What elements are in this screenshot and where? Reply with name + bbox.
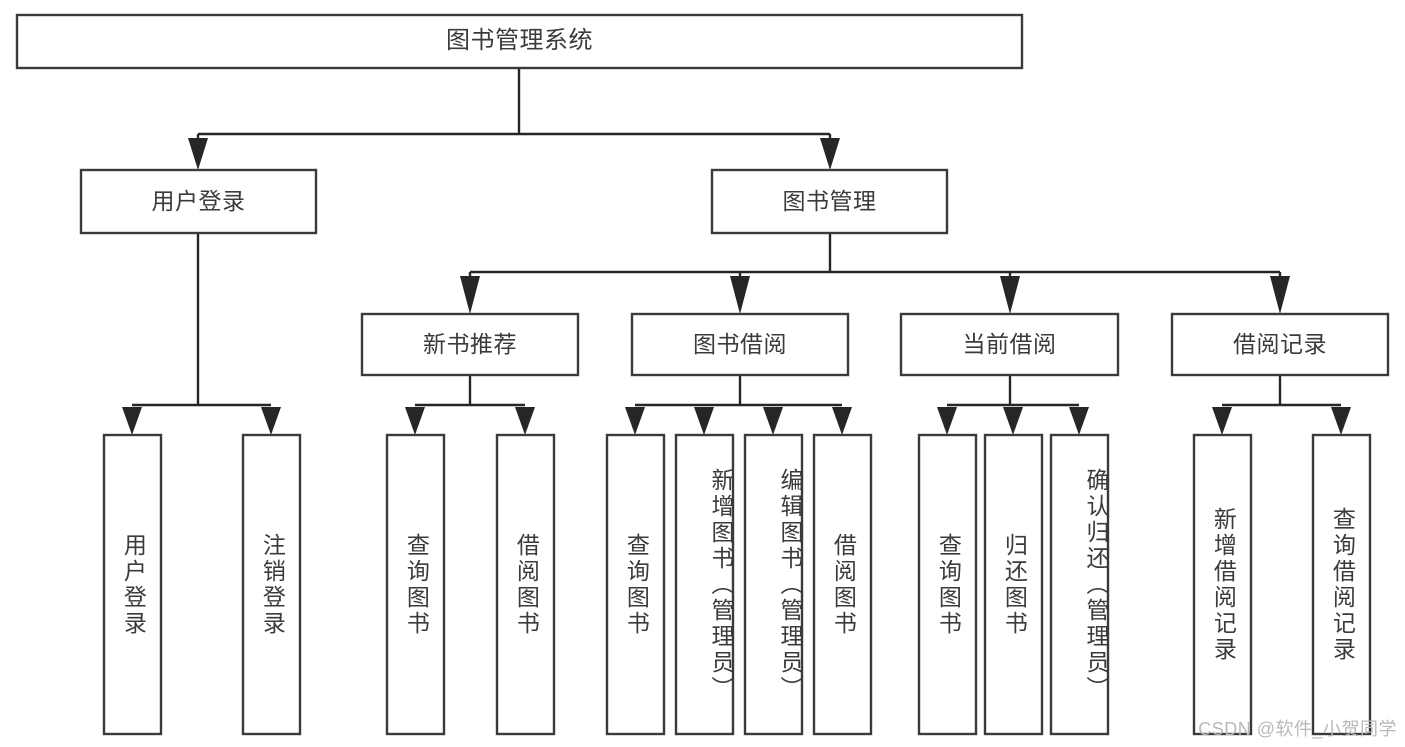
node-box-leaf-2[interactable] [385, 433, 446, 736]
arrow-leaf-bb-edit [763, 407, 783, 435]
arrow-leaf-cb-return [1003, 407, 1023, 435]
node-box-book-borrow[interactable] [630, 312, 850, 377]
arrow-leaf-rc-add [1212, 407, 1232, 435]
arrow-leaf-logout [261, 407, 281, 435]
node-box-root[interactable] [15, 13, 1024, 70]
node-box-borrow-records[interactable] [1170, 312, 1390, 377]
node-box-new-book-recommend[interactable] [360, 312, 580, 377]
arrow-leaf-cb-query [937, 407, 957, 435]
node-box-leaf-5[interactable] [674, 433, 735, 736]
node-box-leaf-4[interactable] [605, 433, 666, 736]
arrow-leaf-nb-query [405, 407, 425, 435]
arrow-leaf-bb-query [625, 407, 645, 435]
arrow-user-login [188, 138, 208, 170]
arrow-book-mgmt [820, 138, 840, 170]
csdn-watermark: CSDN @软件_小贺同学 [1198, 719, 1397, 739]
node-box-leaf-12[interactable] [1311, 433, 1372, 736]
arrow-leaf-bb-borrow [832, 407, 852, 435]
connectors-layer [122, 68, 1351, 435]
node-box-leaf-1[interactable] [241, 433, 302, 736]
arrow-current [1000, 276, 1020, 314]
arrow-leaf-bb-add [694, 407, 714, 435]
node-box-leaf-9[interactable] [983, 433, 1044, 736]
arrow-leaf-nb-borrow [515, 407, 535, 435]
arrow-leaf-rc-query [1331, 407, 1351, 435]
node-box-leaf-3[interactable] [495, 433, 556, 736]
node-boxes-layer [15, 13, 1390, 736]
node-box-leaf-6[interactable] [743, 433, 804, 736]
arrow-leaf-user-login [122, 407, 142, 435]
node-box-leaf-10[interactable] [1049, 433, 1110, 736]
node-box-book-management[interactable] [710, 168, 949, 235]
node-box-leaf-0[interactable] [102, 433, 163, 736]
node-box-leaf-11[interactable] [1192, 433, 1253, 736]
node-box-leaf-7[interactable] [812, 433, 873, 736]
arrow-records [1270, 276, 1290, 314]
node-box-user-login[interactable] [79, 168, 318, 235]
node-box-current-borrow[interactable] [899, 312, 1120, 377]
arrow-new-book [460, 276, 480, 314]
arrow-leaf-cb-confirm [1069, 407, 1089, 435]
arrow-borrow [730, 276, 750, 314]
node-box-leaf-8[interactable] [917, 433, 978, 736]
